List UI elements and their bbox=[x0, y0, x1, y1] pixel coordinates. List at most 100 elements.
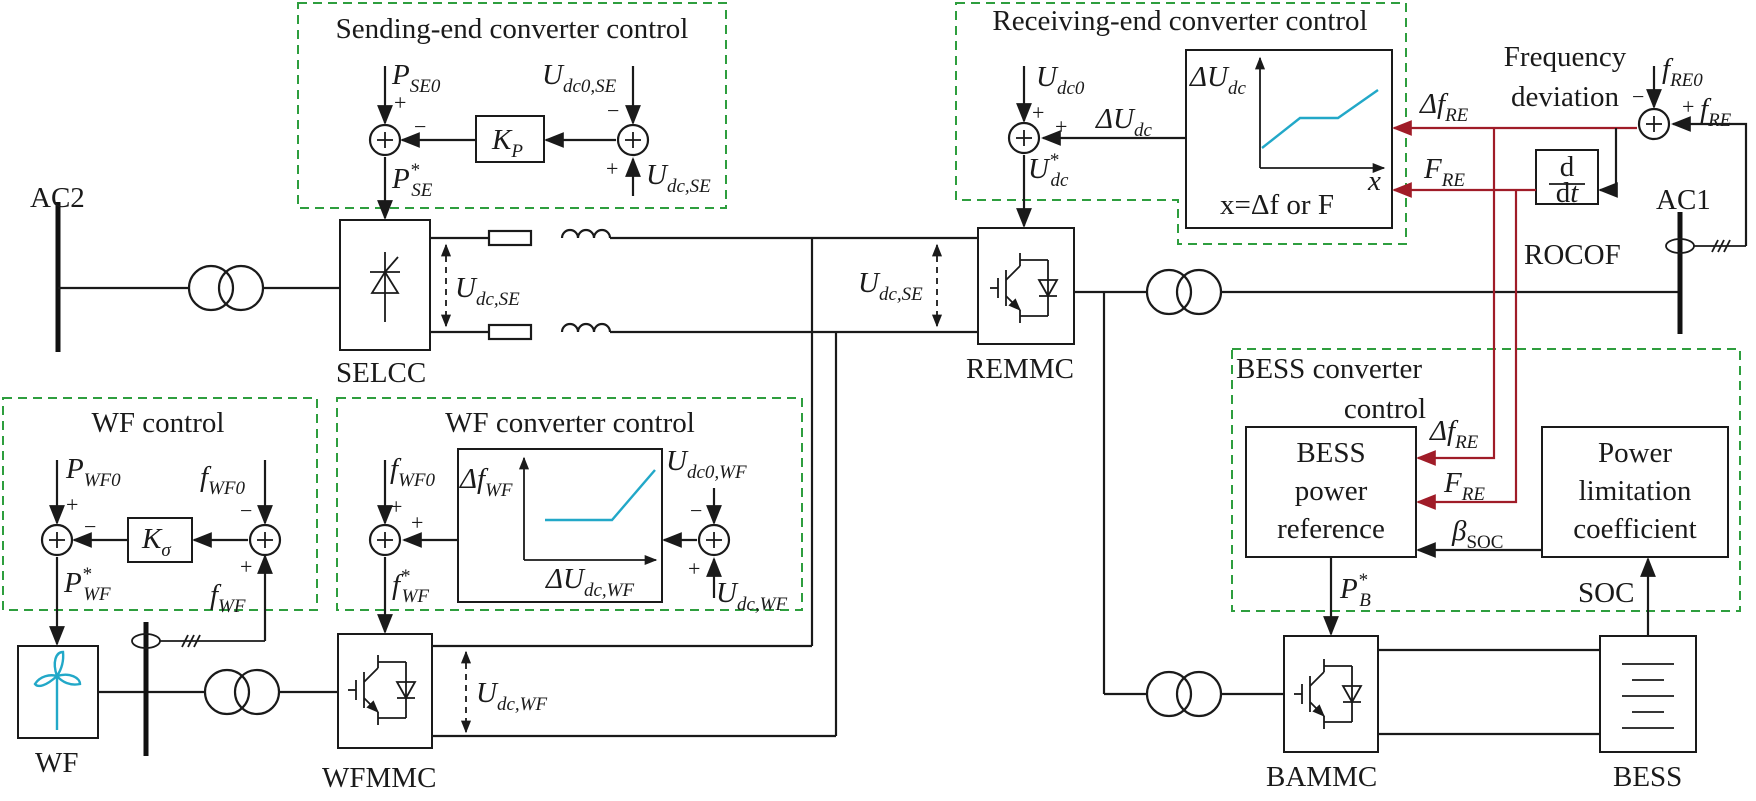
svg-text:d: d bbox=[1560, 151, 1575, 183]
svg-text:BESS: BESS bbox=[1296, 437, 1365, 469]
wfmmc-converter bbox=[337, 633, 433, 749]
wf-transformer bbox=[203, 668, 281, 716]
u-dc0-label: Udc0 bbox=[1036, 61, 1085, 99]
wf-title: WF control bbox=[92, 407, 225, 439]
svg-text:power: power bbox=[1295, 475, 1368, 507]
svg-text:−: − bbox=[690, 498, 702, 523]
rec-sum-junction bbox=[1007, 121, 1041, 155]
svg-text:+: + bbox=[240, 554, 252, 579]
rec-droop-curve bbox=[1261, 89, 1379, 149]
bess-delta-f-re-label: ΔfRE bbox=[1429, 415, 1479, 453]
sec-title: Sending-end converter control bbox=[336, 13, 689, 45]
derivative-block bbox=[1535, 149, 1599, 205]
beta-soc-label: βSOC bbox=[1451, 515, 1503, 553]
svg-text:x: x bbox=[1367, 165, 1381, 197]
k-sigma-block bbox=[127, 517, 193, 563]
bess-title-2: control bbox=[1344, 393, 1426, 425]
wfc-sum-junction bbox=[368, 523, 402, 557]
bess-f-re-label: FRE bbox=[1443, 467, 1485, 505]
f-wf-label: fWF bbox=[210, 579, 246, 617]
power-limitation-block bbox=[1541, 426, 1729, 558]
svg-text:limitation: limitation bbox=[1579, 475, 1692, 507]
selcc-label: SELCC bbox=[336, 357, 426, 389]
bess-transformer bbox=[1145, 670, 1223, 718]
rocof-label: ROCOF bbox=[1524, 239, 1621, 271]
p-wf0-label: PWF0 bbox=[65, 453, 121, 491]
rec-characteristic-block bbox=[1185, 49, 1393, 229]
svg-text:+: + bbox=[394, 90, 406, 115]
svg-text:−: − bbox=[84, 514, 96, 539]
svg-text:coefficient: coefficient bbox=[1573, 513, 1696, 545]
f-re-label: FRE bbox=[1423, 153, 1465, 191]
kp-label: KP bbox=[491, 124, 523, 162]
ac1-label: AC1 bbox=[1656, 184, 1711, 216]
rec-frame bbox=[955, 2, 1407, 245]
delta-f-re-label: ΔfRE bbox=[1419, 88, 1469, 126]
svg-text:+: + bbox=[411, 510, 423, 535]
u-dc-se-label-2: Udc,SE bbox=[858, 267, 923, 305]
f-wf-star-label: f*WF bbox=[392, 566, 429, 607]
bess-frame bbox=[1231, 348, 1741, 612]
u-dc-star-label: U*dc bbox=[1028, 150, 1069, 191]
wfc-error-junction bbox=[697, 523, 731, 557]
bess-power-reference-block bbox=[1245, 426, 1417, 558]
f-re0-label: fRE0 bbox=[1662, 53, 1703, 91]
ac1-transformer bbox=[1145, 268, 1223, 316]
remmc-converter bbox=[977, 227, 1075, 345]
bess-unit bbox=[1599, 635, 1697, 753]
u-dc0-wf-label: Udc0,WF bbox=[666, 445, 747, 483]
svg-text:−: − bbox=[414, 114, 426, 139]
bammc-label: BAMMC bbox=[1266, 761, 1377, 793]
p-wf-star-label: P*WF bbox=[63, 564, 111, 605]
wind-turbine-icon bbox=[33, 650, 82, 730]
svg-text:+: + bbox=[1055, 114, 1067, 139]
wf-sum-junction bbox=[40, 523, 74, 557]
x-eq-label: x=Δf or F bbox=[1220, 189, 1334, 221]
battery-icon bbox=[1622, 663, 1674, 729]
svg-text:+: + bbox=[688, 556, 700, 581]
svg-text:dt: dt bbox=[1556, 177, 1580, 209]
svg-text:reference: reference bbox=[1277, 513, 1385, 545]
bess-label: BESS bbox=[1613, 761, 1682, 793]
wfmmc-label: WFMMC bbox=[322, 762, 436, 794]
wfc-title: WF converter control bbox=[445, 407, 695, 439]
ac2-transformer bbox=[187, 264, 265, 312]
f-re-meas-label: fRE bbox=[1700, 93, 1732, 131]
wfc-characteristic-block bbox=[457, 448, 663, 603]
bess-title-1: BESS converter bbox=[1236, 353, 1422, 385]
svg-text:+: + bbox=[390, 494, 402, 519]
remmc-label: REMMC bbox=[966, 353, 1074, 385]
svg-text:Power: Power bbox=[1598, 437, 1672, 469]
sec-error-junction bbox=[616, 123, 650, 157]
u-dc-se-feedback-label: Udc,SE bbox=[646, 159, 711, 197]
rec-title: Receiving-end converter control bbox=[992, 5, 1367, 37]
freq-dev-1: Frequency bbox=[1504, 41, 1627, 73]
sec-frame bbox=[297, 2, 727, 209]
soc-label: SOC bbox=[1578, 577, 1634, 609]
wfc-droop-curve bbox=[545, 469, 656, 522]
delta-u-dc-label: ΔUdc bbox=[1095, 103, 1152, 141]
p-se-star-label: P*SE bbox=[391, 160, 433, 201]
u-dc0-se-label: Udc0,SE bbox=[542, 59, 617, 97]
ac2-label: AC2 bbox=[30, 182, 85, 214]
svg-text:+: + bbox=[1682, 94, 1694, 119]
f-wf0-conv-label: fWF0 bbox=[390, 453, 435, 491]
wf-freq-junction bbox=[248, 523, 282, 557]
svg-text:−: − bbox=[1632, 84, 1644, 109]
u-dc-se-label-1: Udc,SE bbox=[455, 272, 520, 310]
freq-dev-2: deviation bbox=[1511, 81, 1619, 113]
u-dc-wf-label: Udc,WF bbox=[476, 677, 547, 715]
svg-text:−: − bbox=[240, 498, 252, 523]
svg-text:+: + bbox=[606, 156, 618, 181]
freq-sum-junction bbox=[1637, 107, 1671, 141]
wfc-frame bbox=[336, 397, 803, 611]
wf-frame bbox=[2, 397, 318, 611]
sec-sum-junction bbox=[368, 123, 402, 157]
svg-text:+: + bbox=[66, 492, 78, 517]
thyristor-symbol bbox=[370, 252, 400, 322]
svg-text:+: + bbox=[1032, 100, 1044, 125]
wf-label: WF bbox=[35, 747, 79, 779]
f-wf0-label: fWF0 bbox=[200, 461, 245, 499]
